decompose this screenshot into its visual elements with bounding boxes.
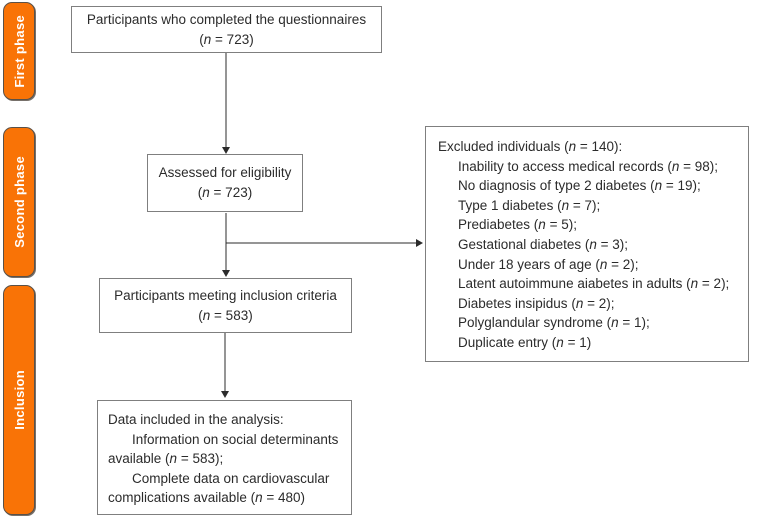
- excluded-reason-line: Duplicate entry (n = 1): [458, 334, 592, 350]
- analysis-text-line: Information on social determinants: [132, 431, 339, 447]
- box-text-line: Assessed for eligibility: [158, 165, 292, 180]
- phase-label-inclusion: Inclusion: [3, 285, 35, 515]
- excluded-reason-line: No diagnosis of type 2 diabetes (n = 19)…: [458, 178, 701, 194]
- phase-label-second-phase: Second phase: [3, 127, 35, 277]
- box-excluded-individuals: Excluded individuals (n = 140): Inability…: [425, 126, 749, 362]
- box-text-line: (n = 723): [199, 31, 254, 47]
- box-text-line: Participants who completed the questionn…: [86, 11, 367, 27]
- analysis-text-line: Data included in the analysis:: [108, 412, 284, 427]
- analysis-text-line: available (n = 583);: [108, 451, 224, 466]
- analysis-text-line: Complete data on cardiovascular: [132, 470, 330, 486]
- excluded-reason-line: Excluded individuals (n = 140):: [438, 139, 623, 154]
- box-inclusion-criteria: Participants meeting inclusion criteria (…: [99, 278, 352, 333]
- arrowhead-into-analysis: [221, 391, 229, 398]
- excluded-reason-line: Under 18 years of age (n = 2);: [458, 256, 639, 272]
- excluded-reason-line: Diabetes insipidus (n = 2);: [458, 295, 615, 311]
- box-text-line: (n = 583): [198, 307, 253, 323]
- box-questionnaires: Participants who completed the questionn…: [71, 6, 382, 53]
- excluded-reason-line: Latent autoimmune aiabetes in adults (n …: [458, 276, 730, 292]
- excluded-reason-line: Gestational diabetes (n = 3);: [458, 236, 628, 252]
- excluded-reason-line: Inability to access medical records (n =…: [458, 158, 719, 174]
- excluded-reason-line: Type 1 diabetes (n = 7);: [458, 197, 601, 213]
- phase-label-first-phase: First phase: [3, 2, 35, 100]
- phase-label-text: Inclusion: [11, 370, 27, 430]
- phase-label-text: Second phase: [11, 156, 27, 248]
- phase-label-text: First phase: [11, 14, 27, 88]
- arrowhead-into-criteria: [222, 270, 230, 277]
- excluded-reason-line: Prediabetes (n = 5);: [458, 217, 577, 233]
- excluded-reason-line: Polyglandular syndrome (n = 1);: [458, 315, 650, 331]
- box-text-line: (n = 723): [197, 185, 253, 200]
- arrowhead-into-eligibility: [222, 147, 230, 154]
- box-assessed-eligibility: Assessed for eligibility (n = 723): [147, 154, 303, 212]
- analysis-text-line: complications available (n = 480): [108, 490, 305, 505]
- box-data-included-analysis: Data included in the analysis: Informatio…: [97, 400, 352, 515]
- arrowhead-into-excluded: [416, 239, 423, 247]
- box-text-line: Participants meeting inclusion criteria: [114, 287, 337, 303]
